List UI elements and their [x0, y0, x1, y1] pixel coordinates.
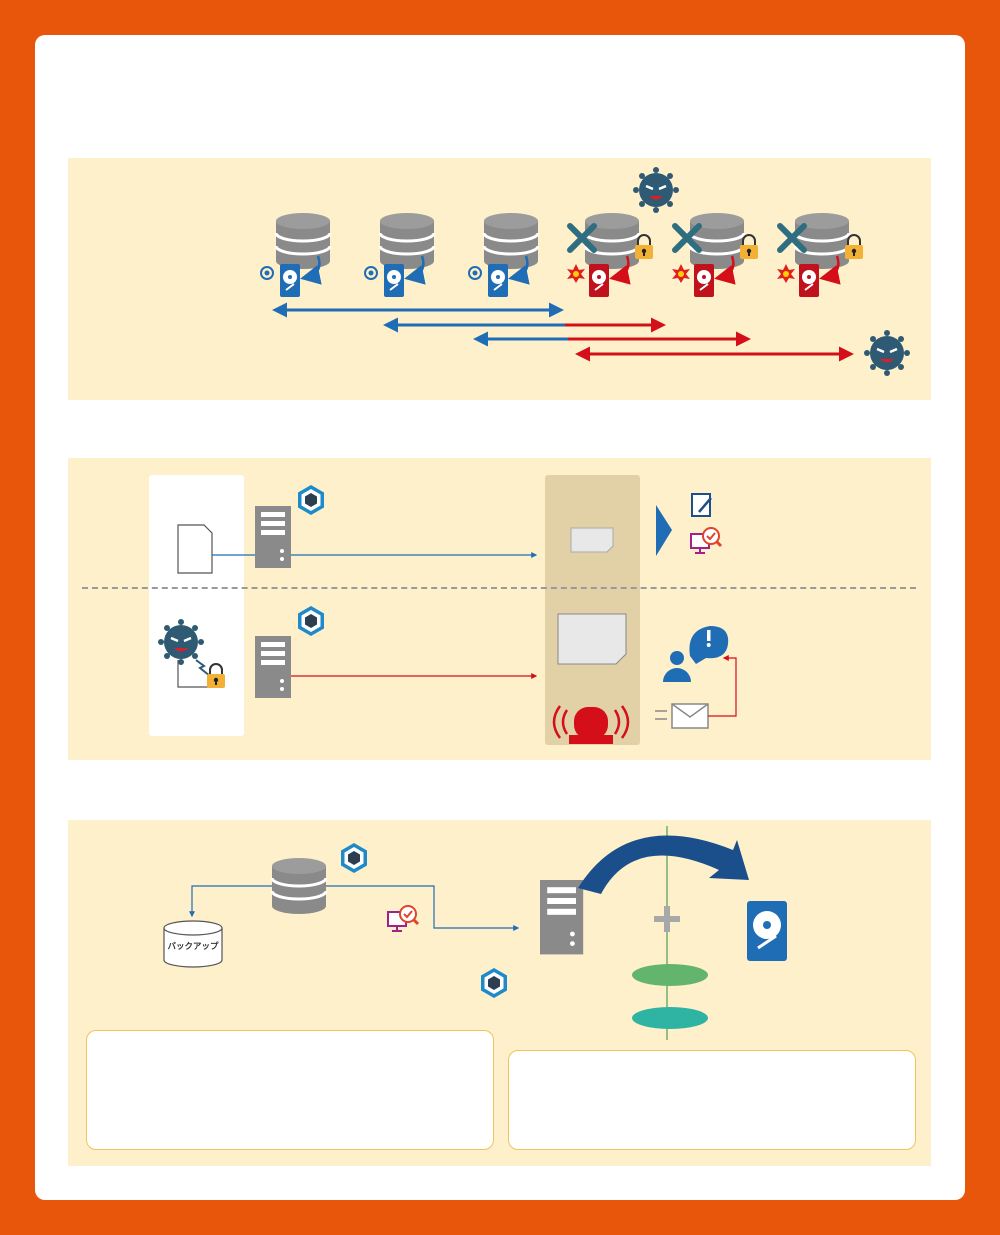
database-icon: [482, 211, 540, 271]
burst-icon: [672, 264, 690, 283]
database-icon: [793, 211, 851, 271]
mail-icon: [671, 703, 709, 729]
attack-flow: [156, 606, 737, 744]
section-divider: [82, 587, 916, 589]
server-icon: [255, 506, 291, 568]
note-box-left: [86, 1030, 494, 1150]
burst-icon: [777, 264, 795, 283]
green-oval: [632, 964, 708, 986]
generation-2-clean: [364, 211, 436, 298]
data-block-icon: [557, 613, 627, 665]
lock-icon: [206, 663, 226, 689]
shield-icon: [298, 606, 324, 636]
check-report-icon: [386, 904, 420, 933]
server-icon: [540, 880, 584, 955]
source-files-box: [149, 475, 244, 736]
generation-3-clean: [468, 211, 540, 298]
hard-disk-icon: [798, 263, 820, 298]
teal-oval: [632, 1007, 708, 1029]
generation-5-infected: [672, 211, 759, 298]
hard-disk-icon: [693, 263, 715, 298]
shield-icon: [341, 843, 367, 873]
hard-disk-icon: [279, 263, 301, 298]
analysis-box: [545, 475, 640, 745]
chevron-right-icon: [656, 505, 672, 556]
generation-6-infected: [777, 211, 864, 298]
check-report-icon: [689, 526, 723, 555]
generation-1-clean: [260, 211, 332, 298]
virus-icon: [862, 328, 912, 378]
virus-icon: [156, 617, 206, 667]
normal-flow: [177, 485, 723, 574]
database-icon: [378, 211, 436, 271]
backup-label: バックアップ: [167, 942, 219, 952]
shield-icon: [481, 968, 507, 998]
database-icon: [274, 211, 332, 271]
user-icon: [663, 626, 729, 682]
edit-icon: [691, 493, 712, 517]
lock-icon: [634, 234, 654, 260]
recovery-flow: [163, 826, 787, 1040]
server-icon: [255, 636, 291, 698]
lock-icon: [739, 234, 759, 260]
lock-icon: [844, 234, 864, 260]
hard-disk-icon: [383, 263, 405, 298]
alarm-light-icon: [552, 705, 630, 744]
backup-cylinder-icon: [163, 920, 223, 968]
data-block-icon: [570, 527, 614, 553]
database-icon: [270, 856, 328, 916]
generation-4-infected: [567, 211, 654, 298]
document-icon: [177, 524, 213, 574]
burst-icon: [567, 264, 585, 283]
virus-icon: [631, 165, 681, 215]
restore-arrow: [578, 835, 749, 894]
hard-disk-icon: [747, 901, 787, 961]
shield-icon: [298, 485, 324, 515]
note-box-right: [508, 1050, 916, 1150]
database-icon: [583, 211, 641, 271]
hard-disk-icon: [487, 263, 509, 298]
hard-disk-icon: [588, 263, 610, 298]
database-icon: [688, 211, 746, 271]
retention-arrows: [272, 302, 854, 362]
